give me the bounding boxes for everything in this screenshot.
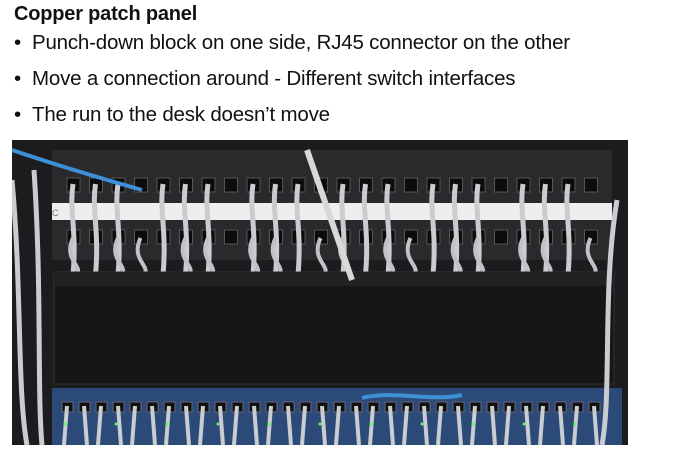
bullet-item: • Move a connection around - Different sw…: [14, 67, 516, 91]
switch-cable: [164, 405, 171, 445]
rj45-port: [404, 177, 418, 193]
rj45-port: [224, 177, 238, 193]
switch-cable: [96, 405, 103, 445]
patch-cable: [564, 183, 572, 276]
switch-cable: [218, 405, 225, 445]
switch-cable: [592, 405, 599, 445]
status-led: [369, 422, 373, 426]
rj45-port: [494, 229, 508, 245]
switch-cable: [184, 405, 191, 445]
status-led: [471, 422, 475, 426]
patch-cable: [361, 183, 370, 276]
slide-title: Copper patch panel: [14, 3, 198, 25]
switch-cable: [388, 405, 395, 445]
rj45-port: [224, 229, 238, 245]
switch-cable: [558, 405, 565, 445]
switch-cable: [266, 405, 273, 445]
switch-cable: [82, 405, 89, 445]
status-led: [114, 422, 118, 426]
bullet-glyph: •: [14, 67, 21, 90]
switch-cable: [300, 405, 307, 445]
switch-cable: [232, 405, 239, 445]
switch-cable: [354, 405, 361, 445]
switch-cable: [252, 405, 259, 445]
cable-manager-lip: [54, 272, 614, 286]
bullet-glyph: •: [14, 31, 21, 54]
switch-cable: [334, 405, 341, 445]
bullet-glyph: •: [14, 103, 21, 126]
switch-cable: [130, 405, 137, 445]
cable: [31, 169, 45, 445]
switch-cable: [116, 405, 123, 445]
bullet-text: Punch-down block on one side, RJ45 conne…: [32, 31, 570, 54]
panel-label: C: [52, 208, 59, 218]
switch-cable: [150, 405, 157, 445]
switch-cable: [286, 405, 293, 445]
patch-cable: [159, 183, 167, 276]
switch-cable: [402, 405, 409, 445]
switch-cable: [470, 405, 477, 445]
bullet-text: Move a connection around - Different swi…: [32, 67, 516, 90]
rj45-port: [584, 177, 598, 193]
switch-cable: [572, 405, 579, 445]
patch-panel-photo: C: [12, 140, 628, 445]
bullet-item: • The run to the desk doesn’t move: [14, 103, 330, 127]
blue-cable: [12, 148, 143, 192]
rj45-port: [494, 177, 508, 193]
status-led: [63, 422, 67, 426]
bullet-text: The run to the desk doesn’t move: [32, 103, 330, 126]
status-led: [318, 422, 322, 426]
switch-cable: [504, 405, 511, 445]
cable-manager: [53, 271, 615, 385]
status-led: [165, 422, 169, 426]
switch-cable: [422, 405, 429, 445]
patch-cable: [294, 183, 302, 276]
switch-cable: [198, 405, 205, 445]
switch-cable: [320, 405, 327, 445]
bullet-item: • Punch-down block on one side, RJ45 conn…: [14, 31, 570, 55]
switch-cable: [456, 405, 463, 445]
status-led: [522, 422, 526, 426]
switch-cable: [62, 405, 69, 445]
status-led: [216, 422, 220, 426]
patch-cable: [429, 183, 437, 276]
label-strip: [52, 203, 612, 220]
switch-cable: [490, 405, 497, 445]
switch-cable: [538, 405, 545, 445]
switch-cable: [368, 405, 375, 445]
blue-cable: [361, 393, 463, 400]
patch-cable: [91, 183, 100, 276]
cable: [12, 179, 30, 445]
cable: [304, 149, 355, 281]
switch-cable: [524, 405, 531, 445]
cable: [599, 199, 620, 445]
status-led: [573, 422, 577, 426]
switch-cable: [436, 405, 443, 445]
status-led: [267, 422, 271, 426]
status-led: [420, 422, 424, 426]
